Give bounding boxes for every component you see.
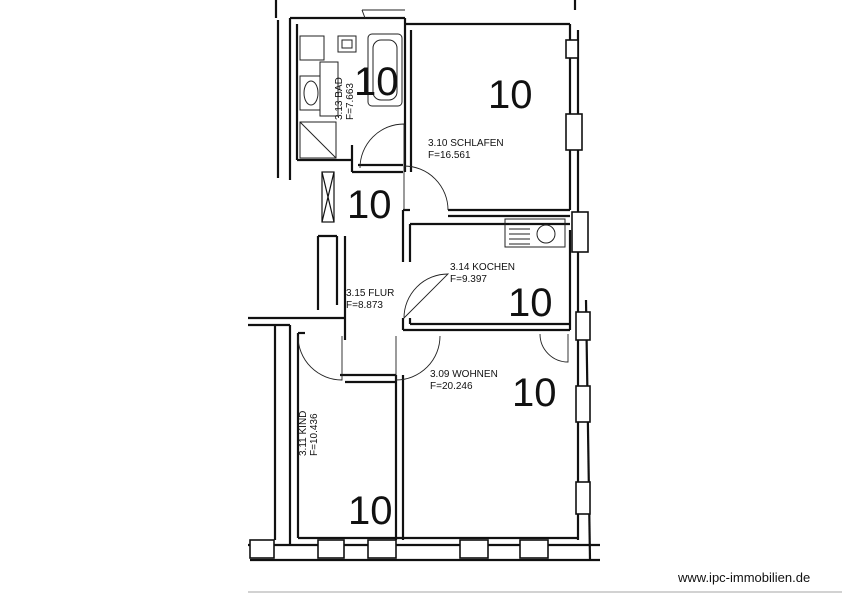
- room-flur-name: 3.15 FLUR: [346, 288, 394, 299]
- walls: [248, 0, 600, 562]
- footer-website: www.ipc-immobilien.de: [677, 570, 810, 585]
- room-flur-marker: 10: [347, 183, 392, 227]
- bath-fixtures: [299, 9, 405, 159]
- room-kochen-marker: 10: [508, 281, 553, 325]
- room-schlafen-name: 3.10 SCHLAFEN: [428, 138, 504, 149]
- closet-hatch: [321, 171, 335, 223]
- room-labels: 10 3.10 SCHLAFEN F=16.561 10 3.13 BAD F=…: [298, 60, 557, 533]
- room-wohnen-area: F=20.246: [430, 381, 473, 392]
- room-bad-area: F=7.663: [345, 83, 356, 120]
- room-kochen-name: 3.14 KOCHEN: [450, 262, 515, 273]
- room-bad-name: 3.13 BAD: [334, 77, 345, 120]
- room-kind-name: 3.11 KIND: [298, 411, 309, 456]
- room-schlafen-marker: 10: [488, 73, 533, 117]
- room-bad-marker: 10: [354, 60, 399, 104]
- door-swings: [297, 123, 569, 381]
- room-wohnen-name: 3.09 WOHNEN: [430, 369, 498, 380]
- room-flur-area: F=8.873: [346, 300, 383, 311]
- windows: [249, 39, 591, 559]
- kitchen-fixtures: [504, 218, 566, 248]
- room-kind-marker: 10: [348, 489, 393, 533]
- room-schlafen-area: F=16.561: [428, 150, 471, 161]
- room-kochen-area: F=9.397: [450, 274, 487, 285]
- room-wohnen-marker: 10: [512, 371, 557, 415]
- room-kind-area: F=10.436: [309, 413, 320, 456]
